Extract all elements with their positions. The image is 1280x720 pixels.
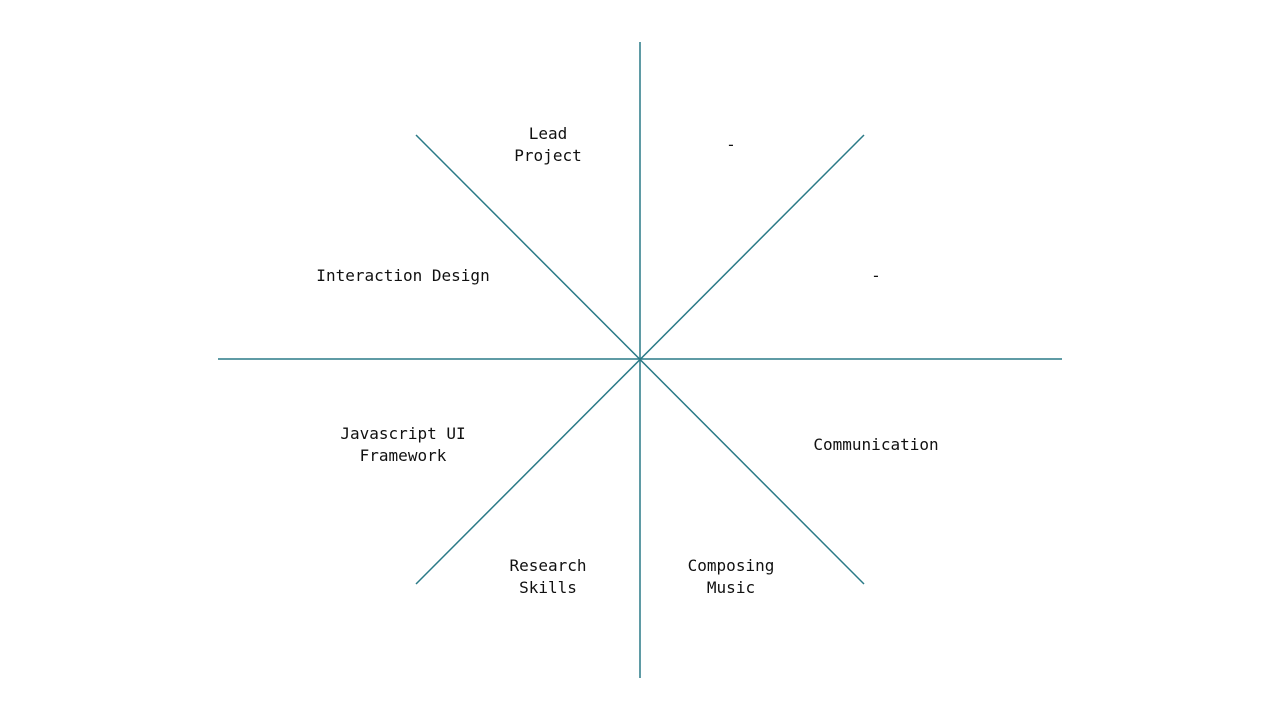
segment-label-line: Javascript UI — [340, 424, 466, 443]
segment-label-composing-music: Composing Music — [688, 555, 775, 599]
segment-label-top-right: - — [726, 134, 736, 156]
segment-label-line: - — [726, 135, 736, 154]
segment-label-line: Communication — [813, 435, 939, 454]
segment-label-interaction-design: Interaction Design — [316, 265, 489, 287]
segment-label-right-upper: - — [871, 265, 881, 287]
segment-label-lead-project: Lead Project — [514, 123, 581, 167]
segment-label-line: Music — [706, 578, 756, 597]
segment-label-line: Framework — [359, 446, 447, 465]
segment-label-line: Skills — [519, 578, 577, 597]
segment-label-line: Composing — [687, 556, 775, 575]
segment-label-research-skills: Research Skills — [509, 555, 586, 599]
segment-label-line: Research — [509, 556, 587, 575]
segment-label-line: - — [871, 266, 881, 285]
diagonal-line-ascending — [415, 134, 865, 585]
segment-label-line: Interaction Design — [316, 266, 490, 285]
segment-label-line: Lead — [528, 124, 568, 143]
segment-label-javascript-ui-framework: Javascript UI Framework — [340, 423, 465, 467]
segment-label-communication: Communication — [813, 434, 938, 456]
segment-label-line: Project — [514, 146, 582, 165]
